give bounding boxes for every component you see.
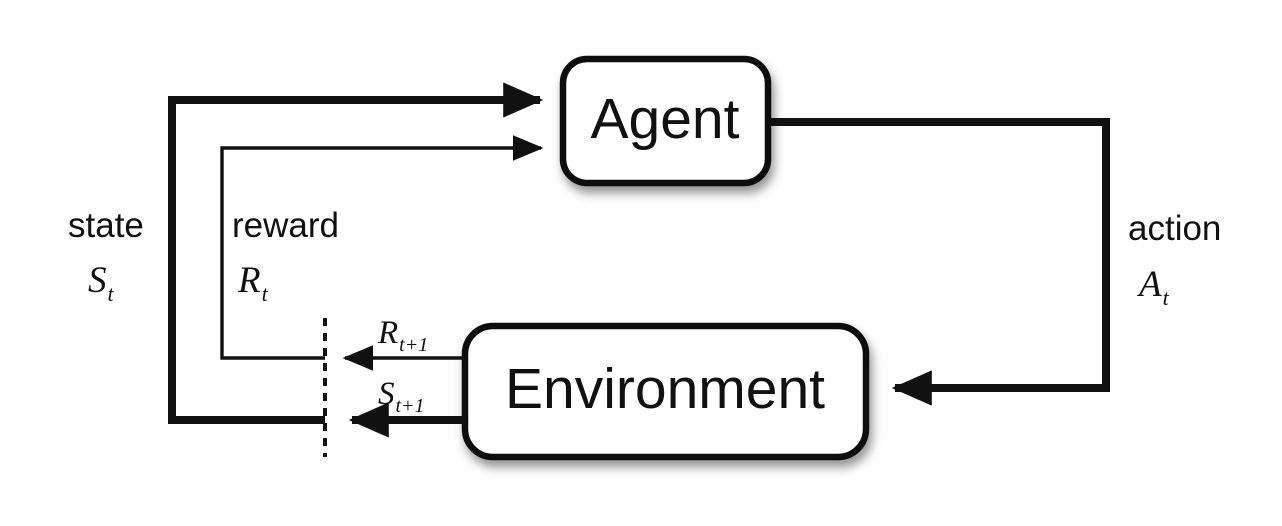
edge-action-to-environment: [768, 118, 1110, 406]
edge-state-to-agent: [168, 82, 544, 424]
reward-word-label: reward: [232, 206, 339, 245]
agent-node[interactable]: Agent: [559, 55, 772, 187]
state-symbol-label: St: [88, 260, 115, 306]
action-symbol-label: At: [1136, 264, 1170, 310]
reward-next-symbol-label: Rt+1: [377, 315, 428, 356]
label-reward-next: Rt+1: [377, 315, 428, 356]
environment-label: Environment: [505, 357, 825, 421]
environment-node[interactable]: Environment: [461, 322, 870, 461]
state-next-symbol-label: St+1: [378, 376, 425, 417]
action-word-label: action: [1128, 209, 1221, 248]
state-word-label: state: [68, 206, 144, 245]
label-state: state St: [68, 206, 144, 306]
label-state-next: St+1: [378, 376, 425, 417]
environment-box[interactable]: [461, 322, 870, 461]
agent-label: Agent: [591, 87, 740, 151]
label-reward: reward Rt: [232, 206, 339, 306]
label-action: action At: [1128, 209, 1221, 310]
action-arrow-path: [768, 118, 1110, 406]
reward-arrow-path: [220, 135, 544, 360]
state-arrow-path: [168, 82, 544, 424]
edge-reward-to-agent: [220, 135, 544, 360]
reward-symbol-label: Rt: [237, 260, 269, 306]
